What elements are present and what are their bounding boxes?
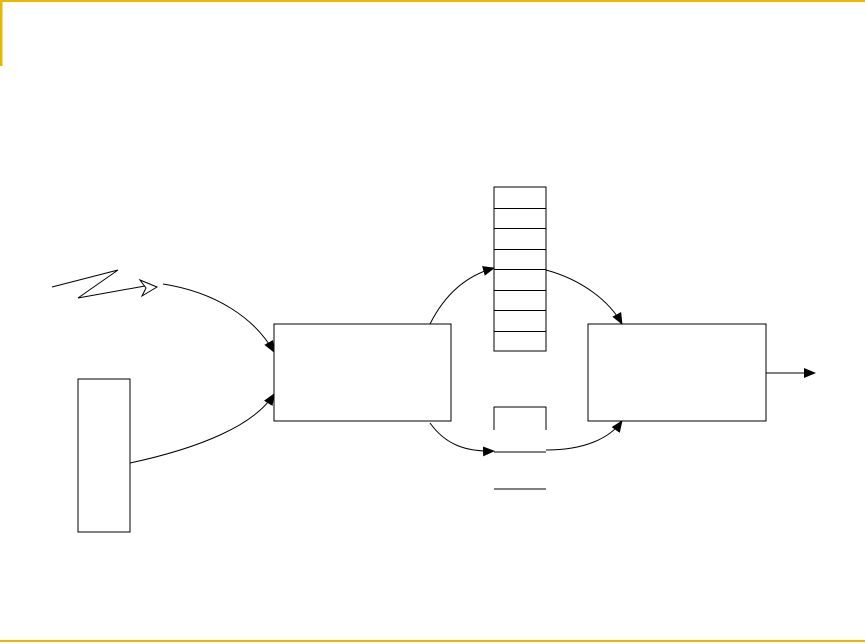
- arrow-center-to-queue-top: [429, 266, 495, 325]
- queue-top-stack: [493, 186, 547, 352]
- arrow-center-to-queue-bottom: [429, 422, 495, 457]
- arrow-lightning-to-center: [162, 283, 275, 353]
- lightning-icon: [51, 269, 146, 299]
- lightning-arrowhead: [138, 278, 159, 298]
- arrow-device-to-center: [129, 393, 275, 464]
- arrow-queue-top-to-right: [545, 269, 623, 325]
- queue-bottom-stack: [493, 406, 547, 490]
- arrow-queue-bottom-to-right: [545, 420, 623, 451]
- right-box: [587, 323, 767, 422]
- center-box: [273, 323, 452, 422]
- left-device-box: [77, 378, 131, 533]
